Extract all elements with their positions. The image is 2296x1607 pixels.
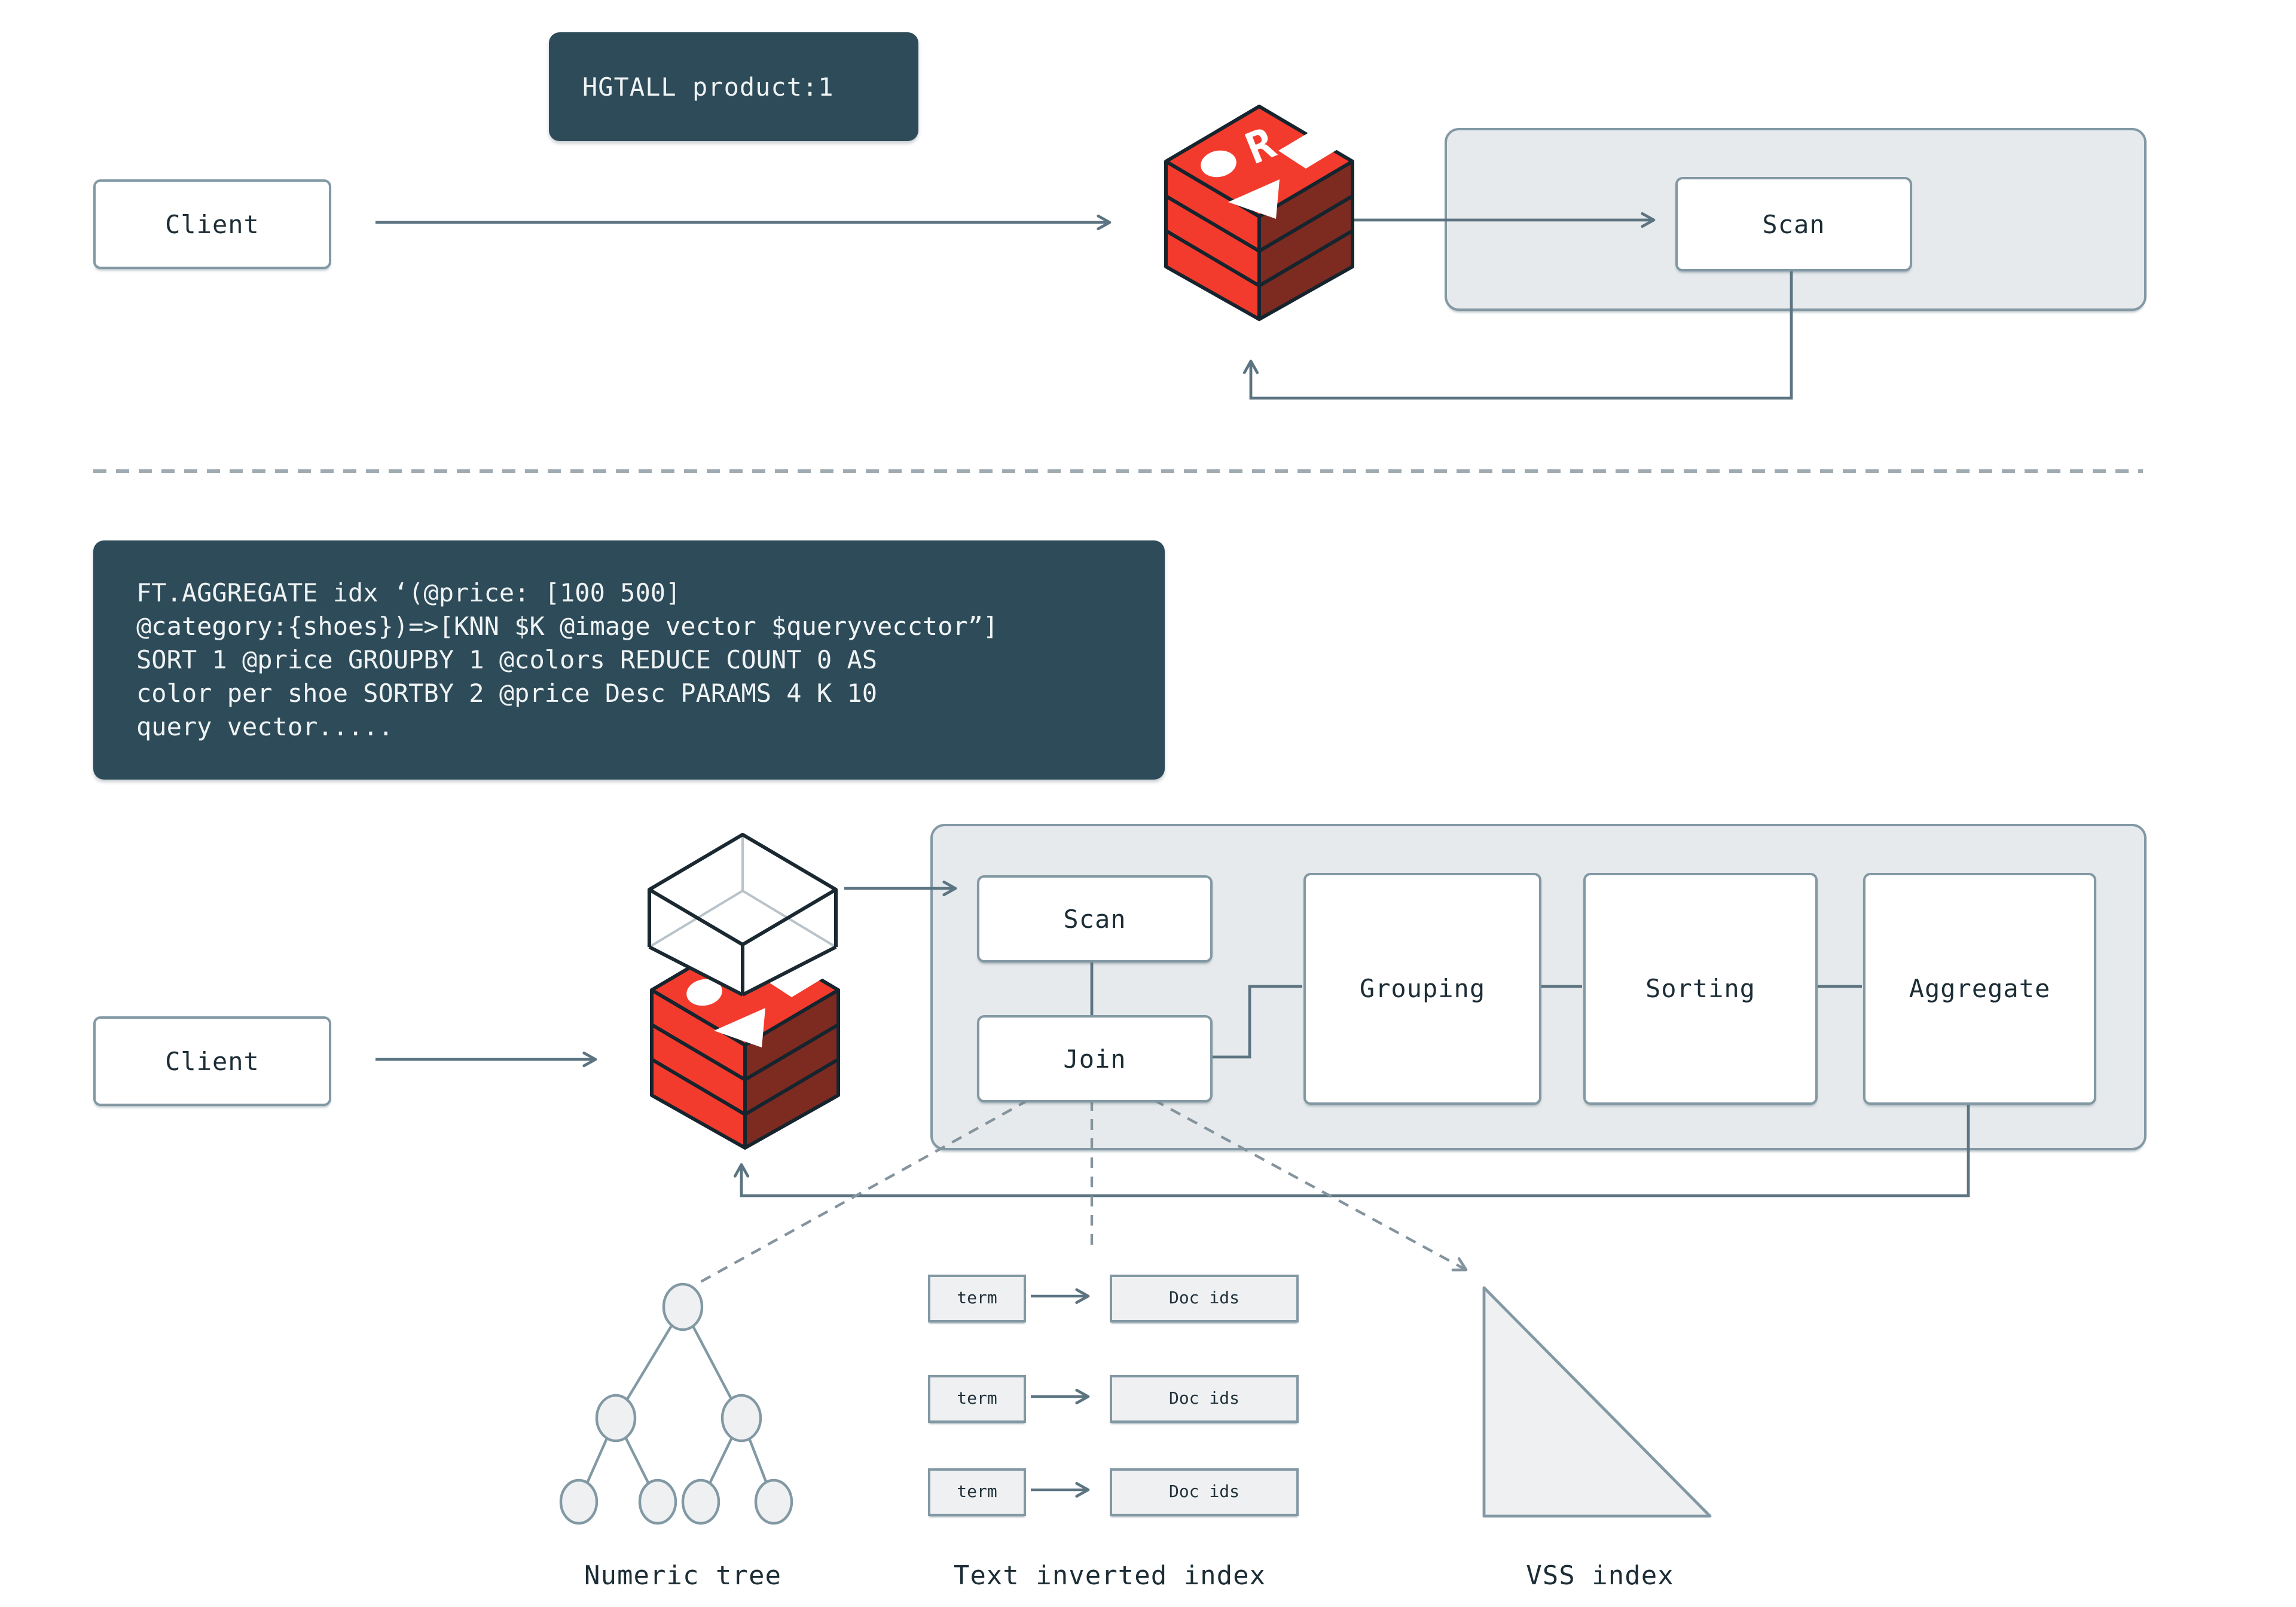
dashed-join-to-vss-index — [1153, 1099, 1468, 1272]
sorting-box: Sorting — [1583, 873, 1818, 1105]
scan-box-2: Scan — [977, 875, 1213, 963]
grouping-label: Grouping — [1359, 974, 1486, 1003]
numeric-tree-label: Numeric tree — [584, 1562, 781, 1591]
numeric-tree — [559, 1282, 793, 1525]
tree-leaf-node — [638, 1478, 677, 1525]
doc-ids-box: Doc ids — [1110, 1275, 1299, 1322]
vss-index-label: VSS index — [1526, 1562, 1674, 1591]
aggregate-box: Aggregate — [1863, 873, 2096, 1105]
join-label: Join — [1063, 1044, 1126, 1073]
tree-leaf-node — [681, 1478, 720, 1525]
query-line: @category:{shoes})=>[KNN $K @image vecto… — [136, 612, 999, 641]
command-box-hgtall: HGTALL product:1 — [549, 32, 918, 141]
client-box-1: Client — [93, 179, 331, 269]
doc-ids-label: Doc ids — [1168, 1289, 1239, 1308]
grouping-box: Grouping — [1303, 873, 1541, 1105]
scan-label: Scan — [1063, 905, 1126, 933]
tree-root-node — [662, 1282, 704, 1331]
inverted-index-label: Text inverted index — [953, 1562, 1266, 1591]
query-line: FT.AGGREGATE idx ‘(@price: [100 500] — [136, 579, 681, 607]
tree-child-node — [720, 1394, 762, 1443]
term-label: term — [957, 1389, 997, 1409]
vss-triangle-icon — [1482, 1286, 1712, 1518]
query-line: query vector..... — [136, 713, 393, 741]
client-label: Client — [165, 1047, 259, 1076]
command-text: HGTALL product:1 — [582, 72, 834, 101]
query-line: SORT 1 @price GROUPBY 1 @colors REDUCE C… — [136, 646, 878, 674]
doc-ids-box: Doc ids — [1110, 1375, 1299, 1423]
redis-stack-icon: R — [1164, 105, 1354, 321]
term-box: term — [928, 1468, 1026, 1516]
join-box: Join — [977, 1015, 1213, 1102]
aggregate-query-box: FT.AGGREGATE idx ‘(@price: [100 500] @ca… — [93, 540, 1165, 780]
dashed-join-to-numeric-tree — [700, 1099, 1030, 1283]
tree-leaf-node — [754, 1478, 793, 1525]
client-label: Client — [165, 210, 259, 239]
connector-join-grouping — [1209, 985, 1302, 1059]
doc-ids-label: Doc ids — [1168, 1483, 1239, 1502]
scan-label: Scan — [1762, 210, 1825, 239]
query-line: color per shoe SORTBY 2 @price Desc PARA… — [136, 679, 878, 708]
client-box-2: Client — [93, 1016, 331, 1106]
tree-leaf-node — [559, 1478, 599, 1525]
tree-child-node — [595, 1394, 637, 1443]
scan-box-1: Scan — [1675, 177, 1912, 271]
return-path-scan1-to-redis — [1242, 268, 1793, 400]
term-label: term — [957, 1483, 997, 1502]
aggregate-label: Aggregate — [1909, 974, 2051, 1003]
doc-ids-box: Doc ids — [1110, 1468, 1299, 1516]
term-box: term — [928, 1375, 1026, 1423]
wireframe-cube-icon — [648, 833, 838, 997]
return-path-aggregate-to-redis — [733, 1100, 1970, 1197]
doc-ids-label: Doc ids — [1168, 1389, 1239, 1409]
term-label: term — [957, 1289, 997, 1308]
sorting-label: Sorting — [1645, 974, 1755, 1003]
term-box: term — [928, 1275, 1026, 1322]
